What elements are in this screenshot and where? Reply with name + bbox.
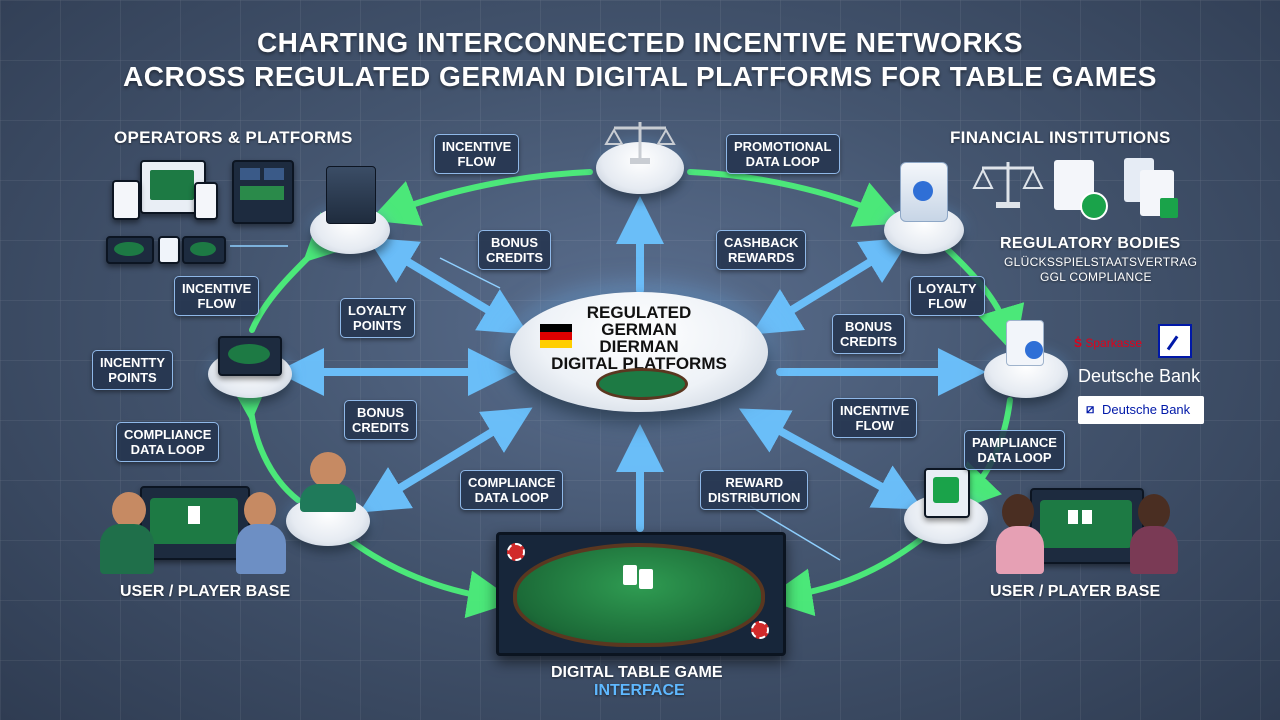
- regulatory-bodies-title: REGULATORY BODIES: [1000, 235, 1181, 252]
- certificate-document-icon: [1054, 160, 1108, 220]
- regulator-node: [596, 122, 684, 194]
- phone-icon: [194, 182, 218, 220]
- blackjack-table-felt: [513, 543, 765, 647]
- table-screen-icon: [218, 336, 282, 376]
- deutsche-bank-logo-icon: [1158, 324, 1192, 358]
- page-title: CHARTING INTERCONNECTED INCENTIVE NETWOR…: [0, 26, 1280, 94]
- deutsche-bank-badge: ⧄ Deutsche Bank: [1078, 396, 1204, 424]
- vault-icon: [900, 162, 948, 222]
- chip-stack-icon: [507, 543, 525, 561]
- tablet-game-right: [1030, 488, 1144, 564]
- terminal-icon: [924, 468, 970, 518]
- hub-line-1: REGULATED: [586, 303, 692, 322]
- left-platform-node: [208, 336, 292, 398]
- dealer-avatar: [310, 452, 346, 488]
- player-body-left-2: [236, 524, 286, 574]
- ring-arrow-right-down: [945, 247, 1025, 356]
- spoke-bottom-right: [738, 408, 924, 510]
- player-body-left-1: [100, 524, 154, 574]
- user-base-left-caption: USER / PLAYER BASE: [120, 583, 291, 600]
- dashboard-screen-icon: [232, 160, 294, 224]
- player-avatar-left-2: [244, 492, 276, 528]
- player-avatar-right-1: [1002, 494, 1034, 530]
- central-hub: REGULATED GERMAN DIERMAN DIGITAL PLATFOR…: [510, 292, 768, 412]
- ring-arrow-top-right: [687, 169, 905, 227]
- small-table-screen-icon-2: [182, 236, 226, 264]
- financial-node: [884, 162, 964, 254]
- server-icon: [326, 166, 376, 224]
- player-avatar-left-1: [112, 492, 146, 528]
- ring-arrow-bottom-right: [764, 537, 923, 617]
- financial-section-title: FINANCIAL INSTITUTIONS: [950, 128, 1171, 147]
- outer-ring: [224, 169, 1025, 619]
- deutsche-bank-text: Deutsche Bank: [1078, 366, 1201, 386]
- tablet-icon: [112, 180, 140, 220]
- regulatory-line-1: GLÜCKSSPIELSTAATSVERTRAG: [1004, 255, 1198, 269]
- small-table-screen-icon: [106, 236, 154, 264]
- table-interface-caption-1: DIGITAL TABLE GAME: [551, 664, 723, 681]
- operators-node: [310, 166, 390, 254]
- title-line-2: ACROSS REGULATED GERMAN DIGITAL PLATFORM…: [123, 61, 1157, 92]
- bank-terminal-node: [904, 468, 988, 544]
- title-line-1: CHARTING INTERCONNECTED INCENTIVE NETWOR…: [256, 27, 1024, 58]
- digital-table-game-screen: [496, 532, 786, 656]
- sparkasse-logo: Ṡ Sparkasse: [1074, 336, 1143, 350]
- deutsche-bank-badge-icon: ⧄: [1086, 401, 1095, 416]
- operators-section-title: OPERATORS & PLATFORMS: [114, 128, 353, 147]
- chip-stack-icon-2: [751, 621, 769, 639]
- player-body-right-2: [1130, 526, 1178, 574]
- spokes: [276, 196, 986, 532]
- table-interface-caption-2: INTERFACE: [594, 682, 685, 699]
- player-avatar-right-2: [1138, 494, 1170, 530]
- balance-scales-icon: [972, 162, 1044, 208]
- ring-arrow-left-down: [224, 372, 301, 503]
- tablet-game-left: [140, 486, 250, 560]
- german-flag-icon: [540, 324, 572, 348]
- spoke-top-left: [367, 237, 529, 335]
- player-body-right-1: [996, 526, 1044, 574]
- ring-arrow-top-left: [369, 169, 593, 226]
- regulatory-line-2: GGL COMPLIANCE: [1040, 270, 1152, 284]
- pointer-lines: [230, 245, 841, 561]
- spoke-bottom-left: [359, 407, 533, 513]
- document-gear-icon: [1006, 320, 1044, 366]
- hub-line-2: GERMAN: [601, 320, 677, 339]
- spoke-top-right: [751, 237, 911, 335]
- spreadsheet-document-icon: [1140, 170, 1178, 218]
- right-platform-node: [984, 320, 1068, 398]
- ring-arrow-left-up: [249, 212, 354, 333]
- mini-table-icon: [596, 368, 688, 400]
- playing-card-icon-2: [639, 569, 653, 589]
- sparkasse-s-icon: Ṡ: [1074, 336, 1083, 350]
- dealer-node: [286, 452, 370, 546]
- scales-icon: [604, 122, 676, 164]
- playing-card-icon: [623, 565, 637, 585]
- dealer-body: [300, 484, 356, 512]
- hub-line-4: DIGITAL PLATFORMS: [551, 354, 727, 373]
- ring-arrow-bottom-left: [347, 537, 516, 619]
- app-icon: [158, 236, 180, 264]
- hub-line-3: DIERMAN: [599, 337, 679, 356]
- user-base-right-caption: USER / PLAYER BASE: [990, 583, 1161, 600]
